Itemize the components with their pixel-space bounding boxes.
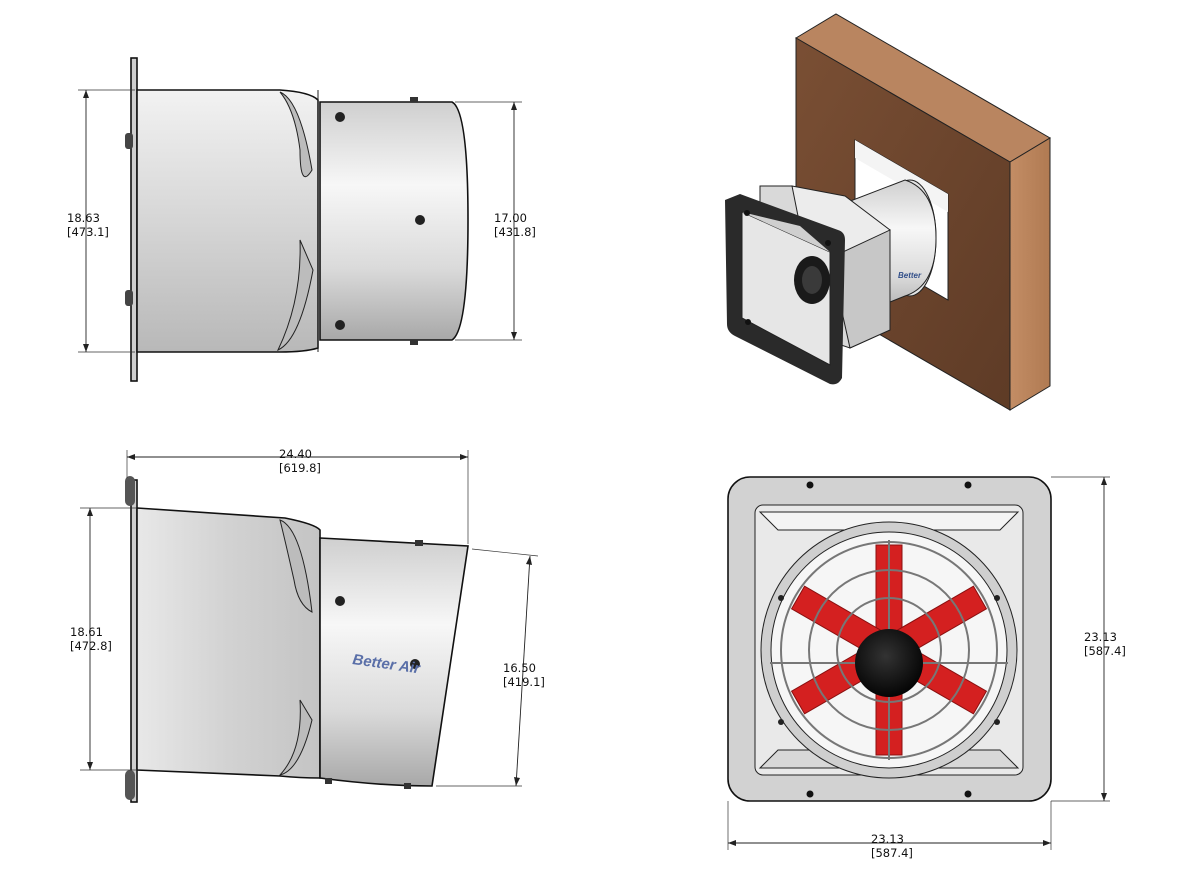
dim-height-left-in: 18.61 [70, 625, 103, 639]
housing [136, 89, 319, 353]
flange-plate [130, 479, 138, 803]
front-view: 23.13 [587.4] 23.13 [587.4] [727, 476, 1126, 860]
dim-front-height-mm: [587.4] [1084, 644, 1126, 658]
dim-length-in: 24.40 [279, 447, 312, 461]
angled-side-view: Better Air 24.40 [619.8] 18.61 [472.8] 1… [70, 447, 545, 803]
dim-front-height-in: 23.13 [1084, 630, 1117, 644]
flange-clip [125, 476, 135, 506]
dim-height-left-in: 18.63 [67, 211, 100, 225]
bolt [410, 659, 420, 669]
flange-clip [125, 770, 135, 800]
flange-clip [125, 133, 133, 149]
flange-clip [125, 290, 133, 306]
bolt [415, 215, 425, 225]
dim-height-left-mm: [472.8] [70, 639, 112, 653]
dim-height-right-in: 16.50 [503, 661, 536, 675]
dim-length-mm: [619.8] [279, 461, 321, 475]
bolt [335, 320, 345, 330]
dim-height-right-mm: [419.1] [503, 675, 545, 689]
side-view: 18.63 [473.1] 17.00 [431.8] [67, 57, 536, 382]
dim-height-left-mm: [473.1] [67, 225, 109, 239]
svg-text:Better: Better [898, 271, 922, 280]
motor-cylinder [319, 101, 469, 341]
wood-side [1009, 137, 1051, 411]
fan-hub [855, 629, 923, 697]
bolt [335, 112, 345, 122]
dim-height-right-mm: [431.8] [494, 225, 536, 239]
dim-front-width-in: 23.13 [871, 832, 904, 846]
isometric-view: Better [725, 13, 1051, 411]
dim-height-right-in: 17.00 [494, 211, 527, 225]
bolt [335, 596, 345, 606]
flange-plate [130, 57, 138, 382]
dim-front-width-mm: [587.4] [871, 846, 913, 860]
